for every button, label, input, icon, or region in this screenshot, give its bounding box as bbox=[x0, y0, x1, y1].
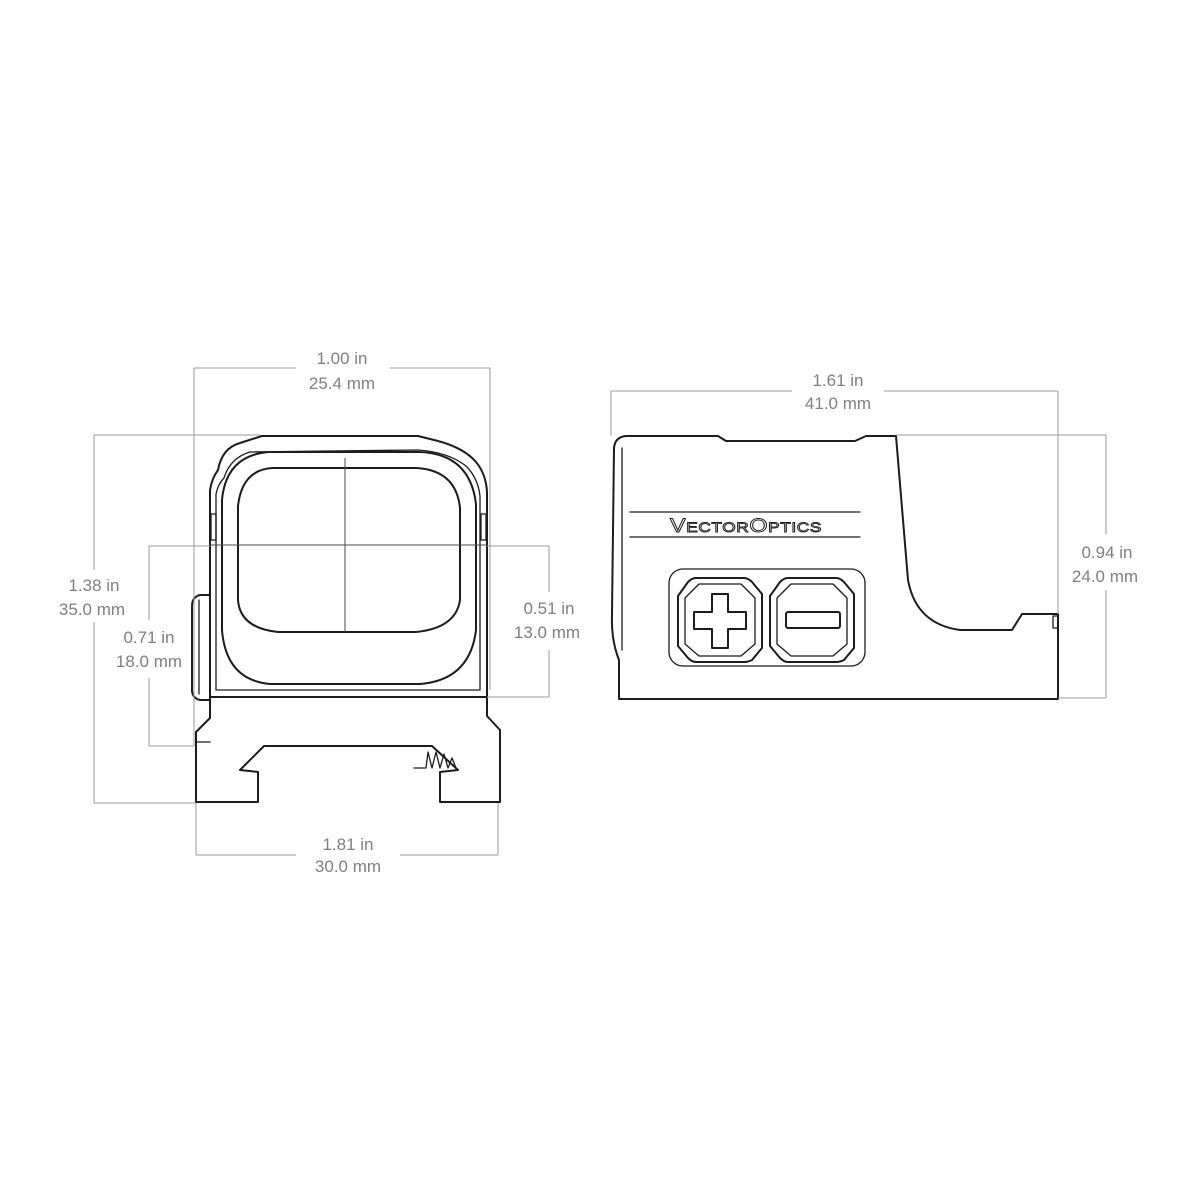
dim-base-in: 1.81 in bbox=[322, 835, 373, 854]
side-rear-screw bbox=[1052, 615, 1059, 629]
brand-logo-ector: ECTOR bbox=[686, 519, 749, 535]
front-mount bbox=[195, 696, 501, 803]
dim-front-width-mm: 25.4 mm bbox=[309, 374, 375, 393]
plus-button[interactable] bbox=[677, 577, 763, 663]
dim-axis-in: 0.71 in bbox=[123, 628, 174, 647]
dim-front-height-in: 1.38 in bbox=[68, 576, 119, 595]
dimension-lines bbox=[93, 367, 1107, 856]
plus-button-icon bbox=[693, 593, 747, 649]
side-button-panel bbox=[668, 568, 866, 667]
minus-button-icon bbox=[785, 611, 841, 629]
front-window-frame bbox=[221, 451, 477, 685]
dim-side-height-mm: 24.0 mm bbox=[1072, 567, 1138, 586]
dim-front-width-in: 1.00 in bbox=[316, 349, 367, 368]
front-left-slot bbox=[210, 513, 217, 541]
minus-button-inner[interactable] bbox=[776, 583, 848, 657]
front-housing bbox=[209, 435, 488, 698]
front-mount-serrations bbox=[413, 751, 457, 769]
brand-logo-ptics: PTICS bbox=[768, 519, 822, 535]
dim-window-mm: 13.0 mm bbox=[514, 623, 580, 642]
plus-button-body[interactable] bbox=[677, 577, 763, 663]
minus-button[interactable] bbox=[769, 577, 855, 663]
front-housing-bevel bbox=[215, 449, 481, 691]
dim-side-length-mm: 41.0 mm bbox=[805, 394, 871, 413]
front-window-glass bbox=[237, 467, 461, 633]
dimension-labels: 1.00 in 25.4 mm 1.38 in 35.0 mm 0.71 in … bbox=[59, 349, 1138, 876]
brand-logo-v: V bbox=[670, 516, 686, 537]
dim-base-mm: 30.0 mm bbox=[315, 857, 381, 876]
side-housing bbox=[610, 435, 1059, 700]
front-side-cap bbox=[191, 594, 211, 701]
plus-button-inner[interactable] bbox=[684, 583, 756, 657]
front-right-slot bbox=[480, 513, 487, 541]
dim-side-height-in: 0.94 in bbox=[1081, 543, 1132, 562]
dim-side-length-in: 1.61 in bbox=[812, 371, 863, 390]
dim-window-in: 0.51 in bbox=[523, 599, 574, 618]
dim-axis-mm: 18.0 mm bbox=[116, 652, 182, 671]
front-view bbox=[191, 435, 501, 803]
brand-logo-o: O bbox=[749, 516, 768, 537]
dim-front-height-mm: 35.0 mm bbox=[59, 600, 125, 619]
minus-button-body[interactable] bbox=[769, 577, 855, 663]
